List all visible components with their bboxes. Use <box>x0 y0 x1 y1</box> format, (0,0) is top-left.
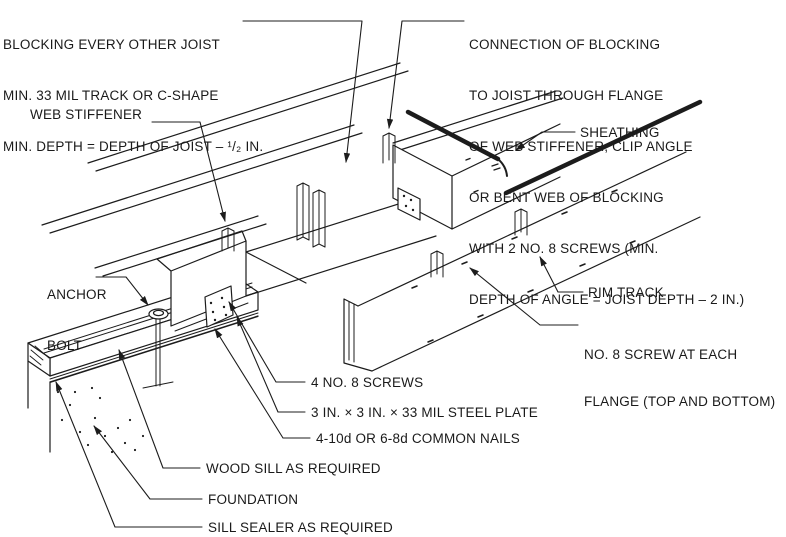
front-joist <box>156 227 249 332</box>
screw-marks <box>411 189 636 343</box>
joists <box>41 62 564 297</box>
leader-connection <box>386 20 465 129</box>
web-stiffener-on-rim-2 <box>514 208 528 236</box>
blocking-note-line2: MIN. 33 MIL TRACK OR C-SHAPE <box>3 88 219 103</box>
no8-screw-label-line1: NO. 8 SCREW AT EACH <box>584 347 738 362</box>
no8-screw-label: NO. 8 SCREW AT EACH FLANGE (TOP AND BOTT… <box>584 316 775 440</box>
leader-sheathing <box>515 131 576 151</box>
foundation-label: FOUNDATION <box>208 492 299 507</box>
blocking-note: BLOCKING EVERY OTHER JOIST MIN. 33 MIL T… <box>3 2 263 189</box>
web-stiffener-at-joist-end <box>221 227 235 252</box>
four-screws-label: 4 NO. 8 SCREWS <box>311 375 424 390</box>
common-nails-label: 4-10d OR 6-8d COMMON NAILS <box>316 431 521 446</box>
connection-note-line6: DEPTH OF ANGLE = JOIST DEPTH – 2 IN.) <box>469 292 745 307</box>
web-stiffener-label: WEB STIFFENER <box>30 107 143 122</box>
concrete-stipple <box>56 386 145 454</box>
connection-note-line2: TO JOIST THROUGH FLANGE <box>469 88 664 103</box>
rim-track-label: RIM TRACK <box>588 285 664 300</box>
leader-no8-screw <box>469 267 579 326</box>
anchor-bolt-label-line1: ANCHOR <box>47 287 107 302</box>
no8-screw-label-line2: FLANGE (TOP AND BOTTOM) <box>584 393 776 409</box>
steel-plate <box>204 285 234 328</box>
sill-sealer-label: SILL SEALER AS REQUIRED <box>208 520 393 535</box>
connection-note-line1: CONNECTION OF BLOCKING <box>469 37 661 52</box>
wood-grain-hatch <box>29 345 50 366</box>
leader-steel-plate <box>236 316 306 413</box>
anchor-bolt-label: ANCHOR BOLT <box>47 252 107 388</box>
sheathing-panel <box>405 99 703 196</box>
connection-note-line3: OF WEB STIFFENER, CLIP ANGLE <box>469 139 693 154</box>
blocking-note-line3: MIN. DEPTH = DEPTH OF JOIST – ¹/₂ IN. <box>3 139 264 154</box>
leader-rim-track <box>539 256 584 293</box>
rim-track-end-profile <box>343 298 373 372</box>
leader-blocking <box>242 20 363 163</box>
leader-web-stiffener <box>151 121 226 222</box>
connection-note: CONNECTION OF BLOCKING TO JOIST THROUGH … <box>469 2 744 342</box>
rim-track <box>343 151 701 372</box>
web-stiffener-channel-1 <box>296 182 310 241</box>
connection-note-line5: WITH 2 NO. 8 SCREWS (MIN. <box>469 241 659 256</box>
leader-anchor-bolt <box>95 276 149 306</box>
leader-common-nails <box>214 328 311 439</box>
leader-lines <box>55 20 584 528</box>
web-stiffener-channel-2 <box>312 189 326 248</box>
connection-note-line4: OR BENT WEB OF BLOCKING <box>469 190 664 205</box>
web-stiffener-on-rim-1 <box>430 250 444 278</box>
leader-four-screws <box>228 301 306 383</box>
plate-screws <box>209 296 228 322</box>
leader-sill-sealer <box>55 381 203 528</box>
break-symbol <box>491 163 501 171</box>
blocking-note-line1: BLOCKING EVERY OTHER JOIST <box>3 37 221 52</box>
leader-wood-sill <box>118 349 201 469</box>
steel-plate-label: 3 IN. × 3 IN. × 33 MIL STEEL PLATE <box>311 405 538 420</box>
leader-foundation <box>93 425 203 500</box>
anchor-bolt <box>142 308 174 389</box>
web-stiffener-on-blocking <box>382 132 396 164</box>
sill-sealer-lines <box>49 312 259 383</box>
anchor-bolt-label-line2: BOLT <box>47 338 83 353</box>
sheathing-label: SHEATHING <box>580 125 660 140</box>
wood-sill-label: WOOD SILL AS REQUIRED <box>206 461 381 476</box>
blocking <box>296 132 453 248</box>
